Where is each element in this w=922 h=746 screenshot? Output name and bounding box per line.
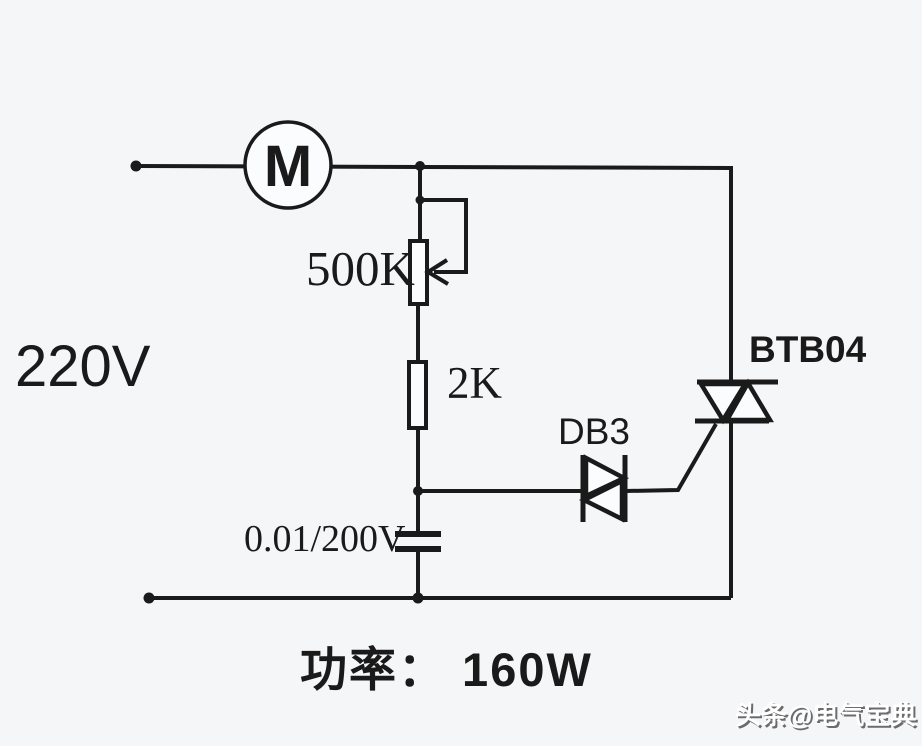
wiper-arrow — [424, 258, 450, 286]
gate-wire — [418, 423, 718, 493]
capacitor-symbol: 0.01/200V — [244, 491, 441, 598]
supply-voltage-label: 220V — [15, 334, 151, 399]
bottom-supply-wire — [143, 592, 731, 604]
triac-triangle-down — [696, 381, 750, 425]
triac-triangle-up — [723, 378, 774, 423]
motor-symbol: M — [243, 120, 333, 210]
triac-label: BTB04 — [749, 329, 867, 370]
potentiometer-value-label: 500K — [306, 241, 415, 296]
wiper-feedback-wire — [420, 198, 468, 274]
motor-circle — [243, 120, 333, 210]
watermark: 头条@电气宝典 头条@电气宝典 — [735, 700, 918, 732]
resistor-body — [407, 360, 428, 430]
diac-triangle-left — [578, 477, 625, 523]
middle-branch: 500K 2K 0.01/200V — [244, 166, 503, 598]
watermark-shadow-text: 头条@电气宝典 — [737, 702, 918, 732]
wire-terminal-dot — [130, 160, 142, 172]
top-supply-wire — [130, 160, 732, 172]
resistor-symbol: 2K — [407, 358, 503, 430]
power-rating-label: 功率： 160W — [300, 643, 593, 696]
triac-symbol: BTB04 — [695, 329, 867, 425]
motor-label: M — [264, 134, 312, 199]
capacitor-value-label: 0.01/200V — [244, 518, 406, 560]
potentiometer-symbol: 500K — [306, 195, 468, 306]
diac-label: DB3 — [558, 411, 630, 452]
resistor-value-label: 2K — [447, 358, 503, 408]
wire-terminal-dot — [143, 592, 155, 604]
watermark-text: 头条@电气宝典 — [735, 700, 916, 730]
diac-symbol: DB3 — [558, 411, 630, 523]
